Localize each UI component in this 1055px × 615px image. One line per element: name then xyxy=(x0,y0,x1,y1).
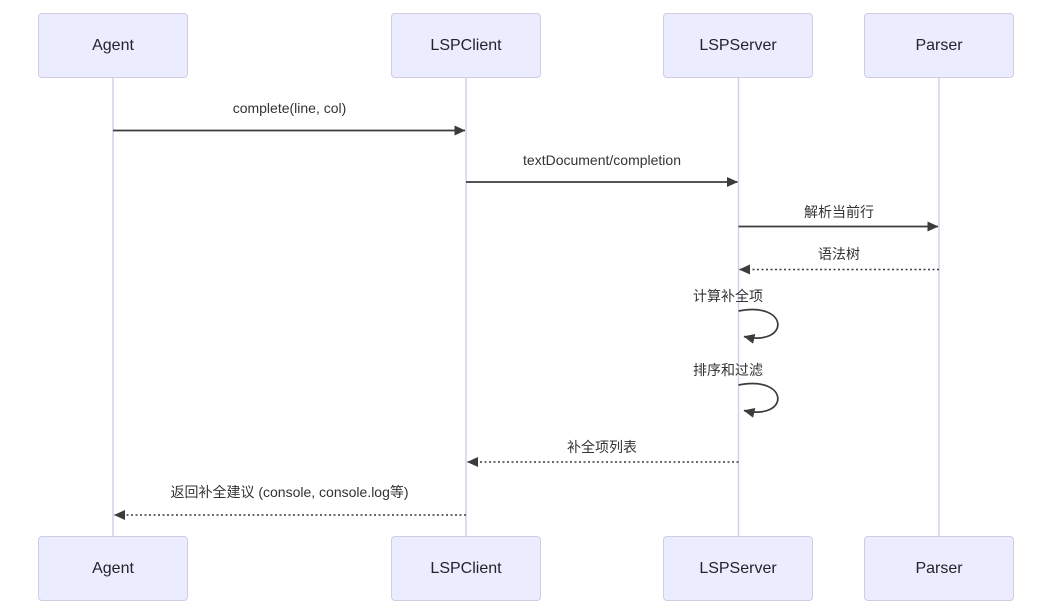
actor-box-lspclient-bottom: LSPClient xyxy=(391,536,541,601)
self-loop-compute-completions xyxy=(738,308,779,344)
message-label-compute-completions: 计算补全项 xyxy=(693,288,763,304)
actor-label: LSPServer xyxy=(699,559,777,577)
self-loop-sort-and-filter xyxy=(738,382,779,418)
actor-label: LSPServer xyxy=(699,36,777,54)
actor-box-lspserver-top: LSPServer xyxy=(663,13,813,78)
actor-label: Agent xyxy=(92,559,134,577)
actor-label: Parser xyxy=(915,36,963,54)
actor-label: LSPClient xyxy=(430,36,502,54)
actor-label: Parser xyxy=(915,559,963,577)
actor-box-agent-top: Agent xyxy=(38,13,188,78)
actor-box-parser-bottom: Parser xyxy=(864,536,1014,601)
message-label-completion-list: 补全项列表 xyxy=(567,439,637,455)
message-label-textdocument-completion: textDocument/completion xyxy=(523,152,681,168)
actor-box-agent-bottom: Agent xyxy=(38,536,188,601)
actor-box-lspserver-bottom: LSPServer xyxy=(663,536,813,601)
actor-label: LSPClient xyxy=(430,559,502,577)
message-label-sort-and-filter: 排序和过滤 xyxy=(693,362,763,378)
actor-box-parser-top: Parser xyxy=(864,13,1014,78)
message-label-syntax-tree: 语法树 xyxy=(818,246,860,262)
message-label-parse-current-line: 解析当前行 xyxy=(804,204,874,220)
message-label-complete: complete(line, col) xyxy=(232,100,347,116)
actor-label: Agent xyxy=(92,36,134,54)
message-label-return-suggestions: 返回补全建议 (console, console.log等) xyxy=(170,484,409,500)
actor-box-lspclient-top: LSPClient xyxy=(391,13,541,78)
